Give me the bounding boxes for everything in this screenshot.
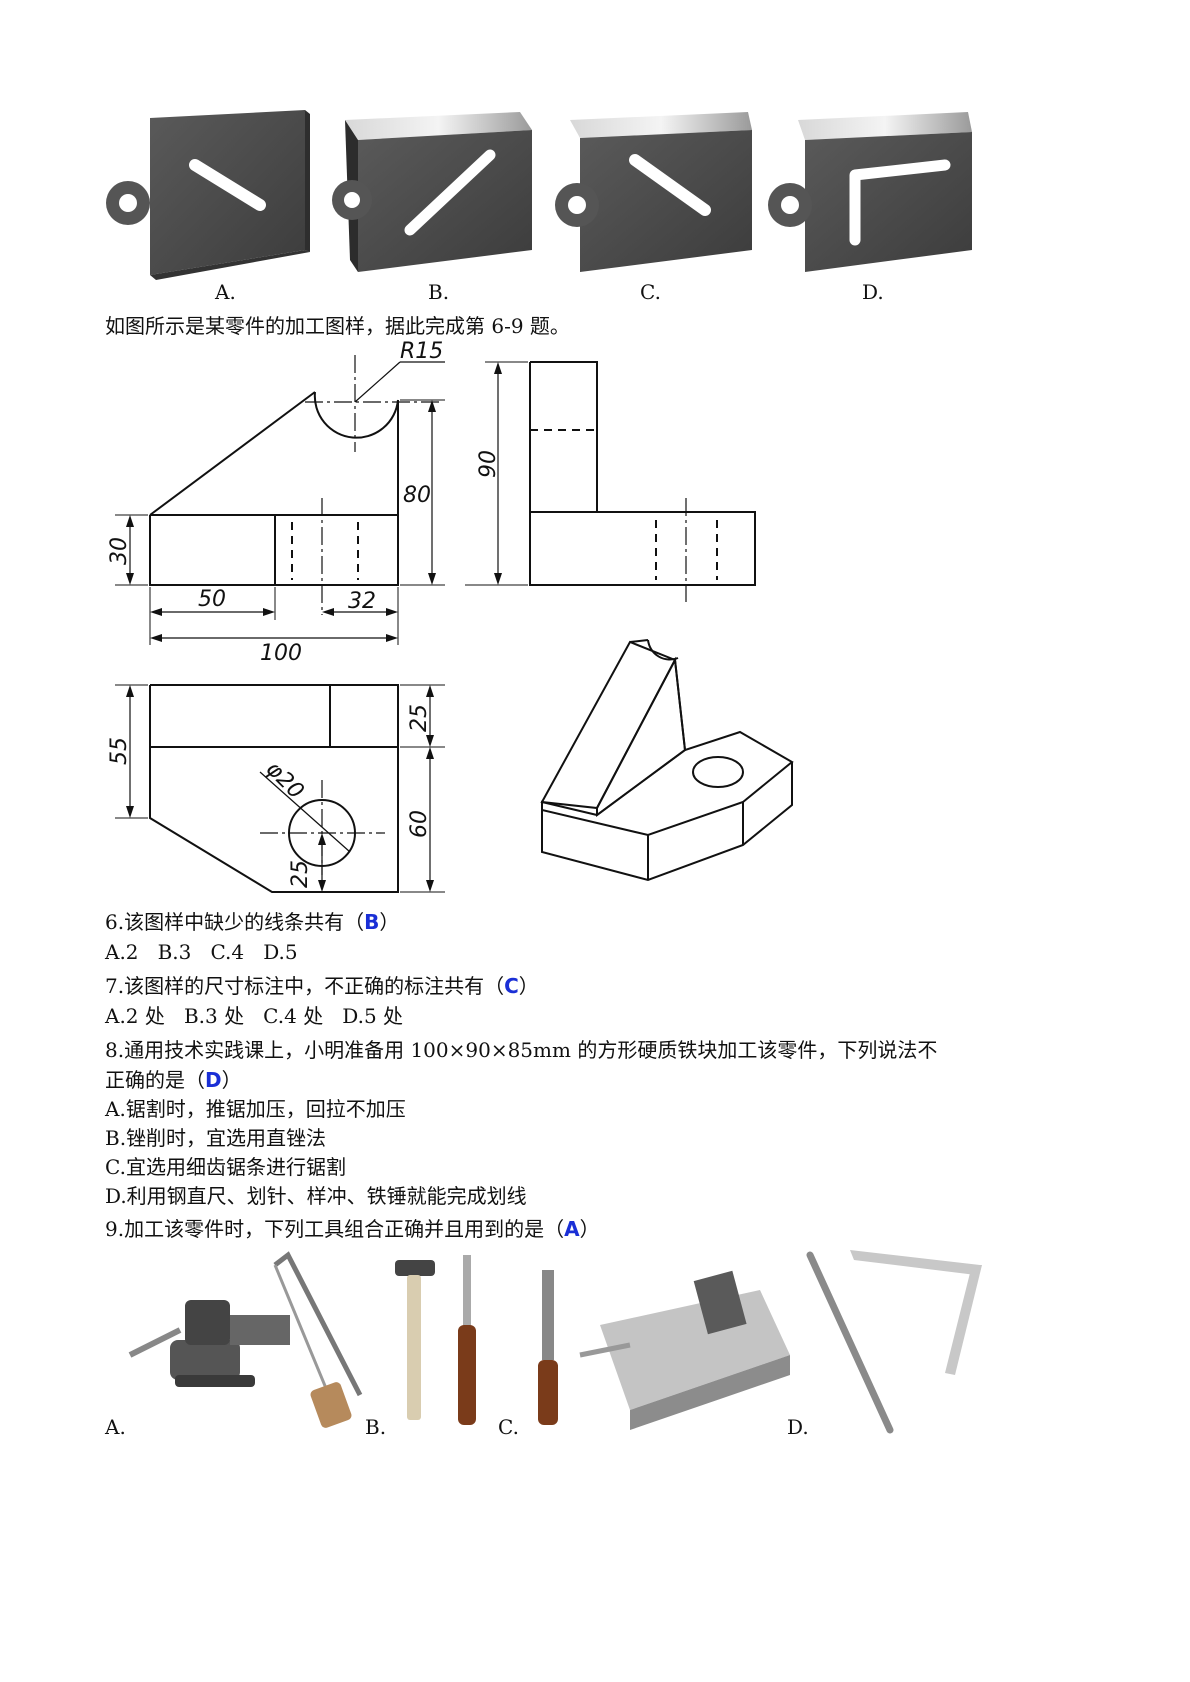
tool-label-c: C. bbox=[498, 1415, 519, 1439]
dim-25-hole: 25 bbox=[288, 860, 313, 888]
option-label-b: B. bbox=[428, 280, 450, 304]
dim-55: 55 bbox=[107, 737, 132, 765]
option-label-a: A. bbox=[215, 280, 236, 304]
option-a-vise-and-hacksaw-icon bbox=[128, 1251, 363, 1428]
dim-90: 90 bbox=[476, 450, 501, 478]
dim-80: 80 bbox=[403, 483, 431, 508]
option-a-part-image bbox=[106, 110, 310, 280]
option-d-scriber-and-square-icon bbox=[806, 1250, 982, 1434]
dim-100: 100 bbox=[260, 641, 302, 666]
question-9: 9.加工该零件时，下列工具组合正确并且用到的是（A） bbox=[105, 1215, 600, 1243]
question-8: 正确的是（D） bbox=[105, 1066, 242, 1094]
dim-32: 32 bbox=[348, 589, 376, 614]
question-6-answer: B bbox=[364, 910, 380, 934]
option-b-part-image bbox=[332, 112, 532, 272]
dim-50: 50 bbox=[198, 587, 226, 612]
dim-25-top: 25 bbox=[407, 704, 432, 732]
tool-figures bbox=[128, 1250, 982, 1434]
top-figures bbox=[100, 100, 1090, 300]
question-8-tail: ） bbox=[221, 1068, 242, 1092]
front-view bbox=[115, 355, 445, 645]
three-view-drawing: R15 80 90 30 50 32 100 55 25 60 φ20 25 bbox=[107, 339, 794, 893]
question-8-answer: D bbox=[205, 1068, 222, 1092]
tool-label-d: D. bbox=[787, 1415, 809, 1439]
isometric-view bbox=[540, 639, 794, 882]
question-7-stem: 7.该图样的尺寸标注中，不正确的标注共有（ bbox=[105, 974, 505, 998]
question-8-option-a: A.锯割时，推锯加压，回拉不加压 bbox=[105, 1097, 406, 1121]
question-9-stem: 9.加工该零件时，下列工具组合正确并且用到的是（ bbox=[105, 1217, 565, 1241]
option-label-d: D. bbox=[862, 280, 884, 304]
option-c-part-image bbox=[555, 112, 752, 272]
question-6-stem: 6.该图样中缺少的线条共有（ bbox=[105, 910, 365, 934]
dim-r15: R15 bbox=[400, 340, 443, 364]
tool-label-a: A. bbox=[105, 1415, 126, 1439]
engineering-drawing: R15 80 90 30 50 32 100 55 25 60 φ20 25 bbox=[100, 339, 810, 900]
question-8-option-b: B.锉削时，宜选用直锉法 bbox=[105, 1126, 327, 1150]
question-6-options: A.2 B.3 C.4 D.5 bbox=[105, 940, 298, 964]
question-7-tail: ） bbox=[518, 974, 539, 998]
question-8-option-d: D.利用钢直尺、划针、样冲、铁锤就能完成划线 bbox=[105, 1184, 527, 1208]
tool-images bbox=[110, 1245, 1010, 1445]
option-c-file-and-machine-vise-icon bbox=[538, 1270, 790, 1430]
slotted-plate-figures bbox=[106, 110, 972, 280]
question-8-option-c: C.宜选用细齿锯条进行锯割 bbox=[105, 1155, 346, 1179]
question-7: 7.该图样的尺寸标注中，不正确的标注共有（C） bbox=[105, 972, 539, 1000]
side-view bbox=[465, 361, 756, 602]
option-label-c: C. bbox=[640, 280, 661, 304]
question-6-tail: ） bbox=[379, 910, 400, 934]
question-7-answer: C bbox=[504, 974, 519, 998]
intro-text: 如图所示是某零件的加工图样，据此完成第 6-9 题。 bbox=[105, 314, 570, 338]
dim-phi20: φ20 bbox=[261, 757, 309, 805]
dim-60: 60 bbox=[407, 810, 432, 838]
question-7-options: A.2 处 B.3 处 C.4 处 D.5 处 bbox=[105, 1004, 404, 1028]
dim-30: 30 bbox=[107, 537, 132, 565]
tool-label-b: B. bbox=[365, 1415, 387, 1439]
option-b-hammer-and-chisel-icon bbox=[395, 1255, 476, 1425]
option-d-part-image bbox=[768, 112, 972, 272]
question-6: 6.该图样中缺少的线条共有（B） bbox=[105, 908, 399, 936]
question-8-stem-2: 正确的是（ bbox=[105, 1068, 205, 1092]
question-9-answer: A bbox=[564, 1217, 580, 1241]
question-8-stem: 8.通用技术实践课上，小明准备用 100×90×85mm 的方形硬质铁块加工该零… bbox=[105, 1038, 938, 1062]
top-view bbox=[115, 684, 445, 893]
question-9-tail: ） bbox=[579, 1217, 600, 1241]
